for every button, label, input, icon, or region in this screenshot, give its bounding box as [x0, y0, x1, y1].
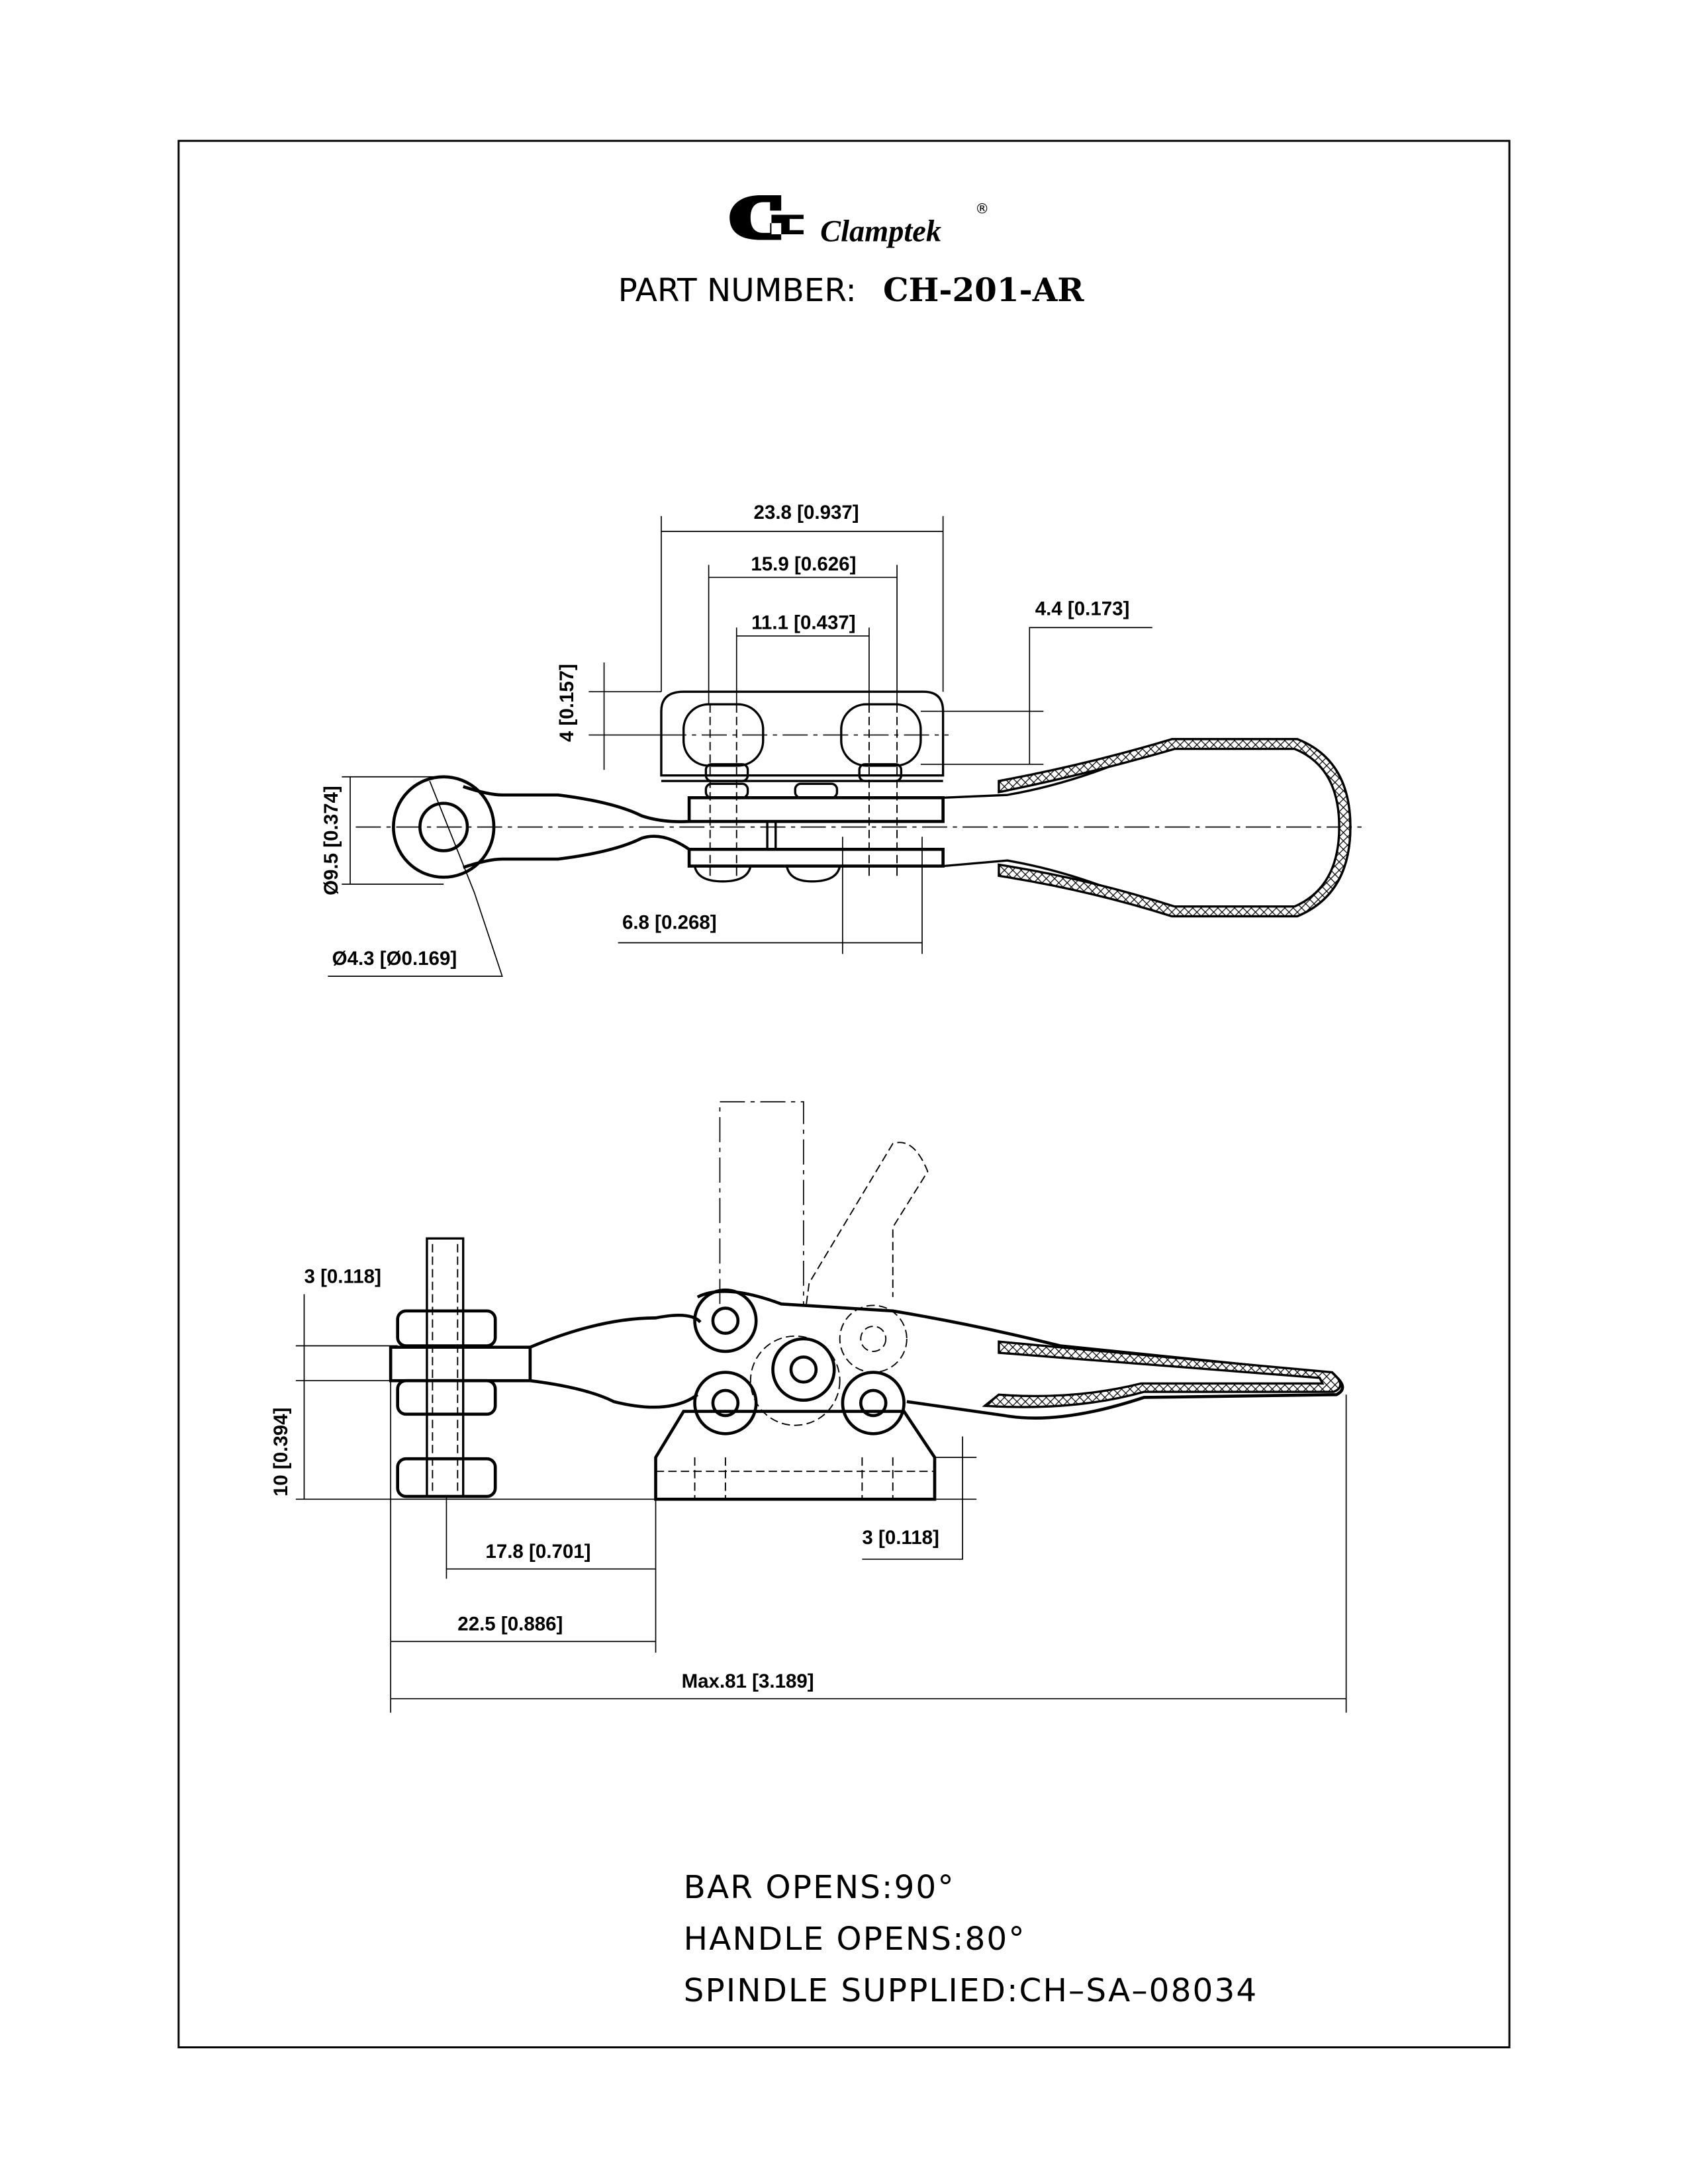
- dim-slot-height: 4 [0.157]: [556, 664, 578, 742]
- part-number-label: PART NUMBER:: [618, 272, 857, 309]
- brand-name: Clamptek: [820, 215, 941, 249]
- dim-width-overall: 23.8 [0.937]: [754, 502, 859, 523]
- note-bar-opens: BAR OPENS:90°: [684, 1869, 955, 1906]
- note-handle-opens: HANDLE OPENS:80°: [684, 1921, 1026, 1958]
- dim-pivot-offset: 6.8 [0.268]: [622, 911, 717, 933]
- dim-slot-offset: 4.4 [0.173]: [1035, 598, 1130, 619]
- dim-bar-to-base: 22.5 [0.886]: [457, 1613, 563, 1635]
- top-view: 23.8 [0.937] 15.9 [0.626] 11.1 [0.437] 4…: [320, 502, 1365, 977]
- clamptek-logo: Clamptek ®: [729, 195, 989, 249]
- side-view: 3 [0.118] 10 [0.394] 3 [0.118] 17.8 [0.7…: [270, 1101, 1347, 1713]
- dim-slot-pitch-inner: 11.1 [0.437]: [751, 612, 855, 633]
- sheet-border: [177, 140, 1511, 2048]
- dim-spindle-to-base: 17.8 [0.701]: [485, 1541, 590, 1563]
- logo-c-mark-icon: [729, 195, 804, 240]
- dim-slot-pitch-outer: 15.9 [0.626]: [751, 553, 856, 575]
- registered-mark: ®: [975, 200, 989, 216]
- part-number: CH-201-AR: [883, 271, 1084, 309]
- dim-nut-thickness: 3 [0.118]: [304, 1266, 381, 1288]
- dim-max-length: Max.81 [3.189]: [682, 1670, 814, 1692]
- dim-eye-diameter: Ø9.5 [0.374]: [320, 786, 342, 895]
- dim-base-thickness: 3 [0.118]: [862, 1527, 939, 1549]
- dim-height: 10 [0.394]: [270, 1408, 292, 1496]
- note-spindle-supplied: SPINDLE SUPPLIED:CH–SA–08034: [684, 1972, 1258, 2009]
- dim-hole-diameter: Ø4.3 [Ø0.169]: [332, 948, 457, 970]
